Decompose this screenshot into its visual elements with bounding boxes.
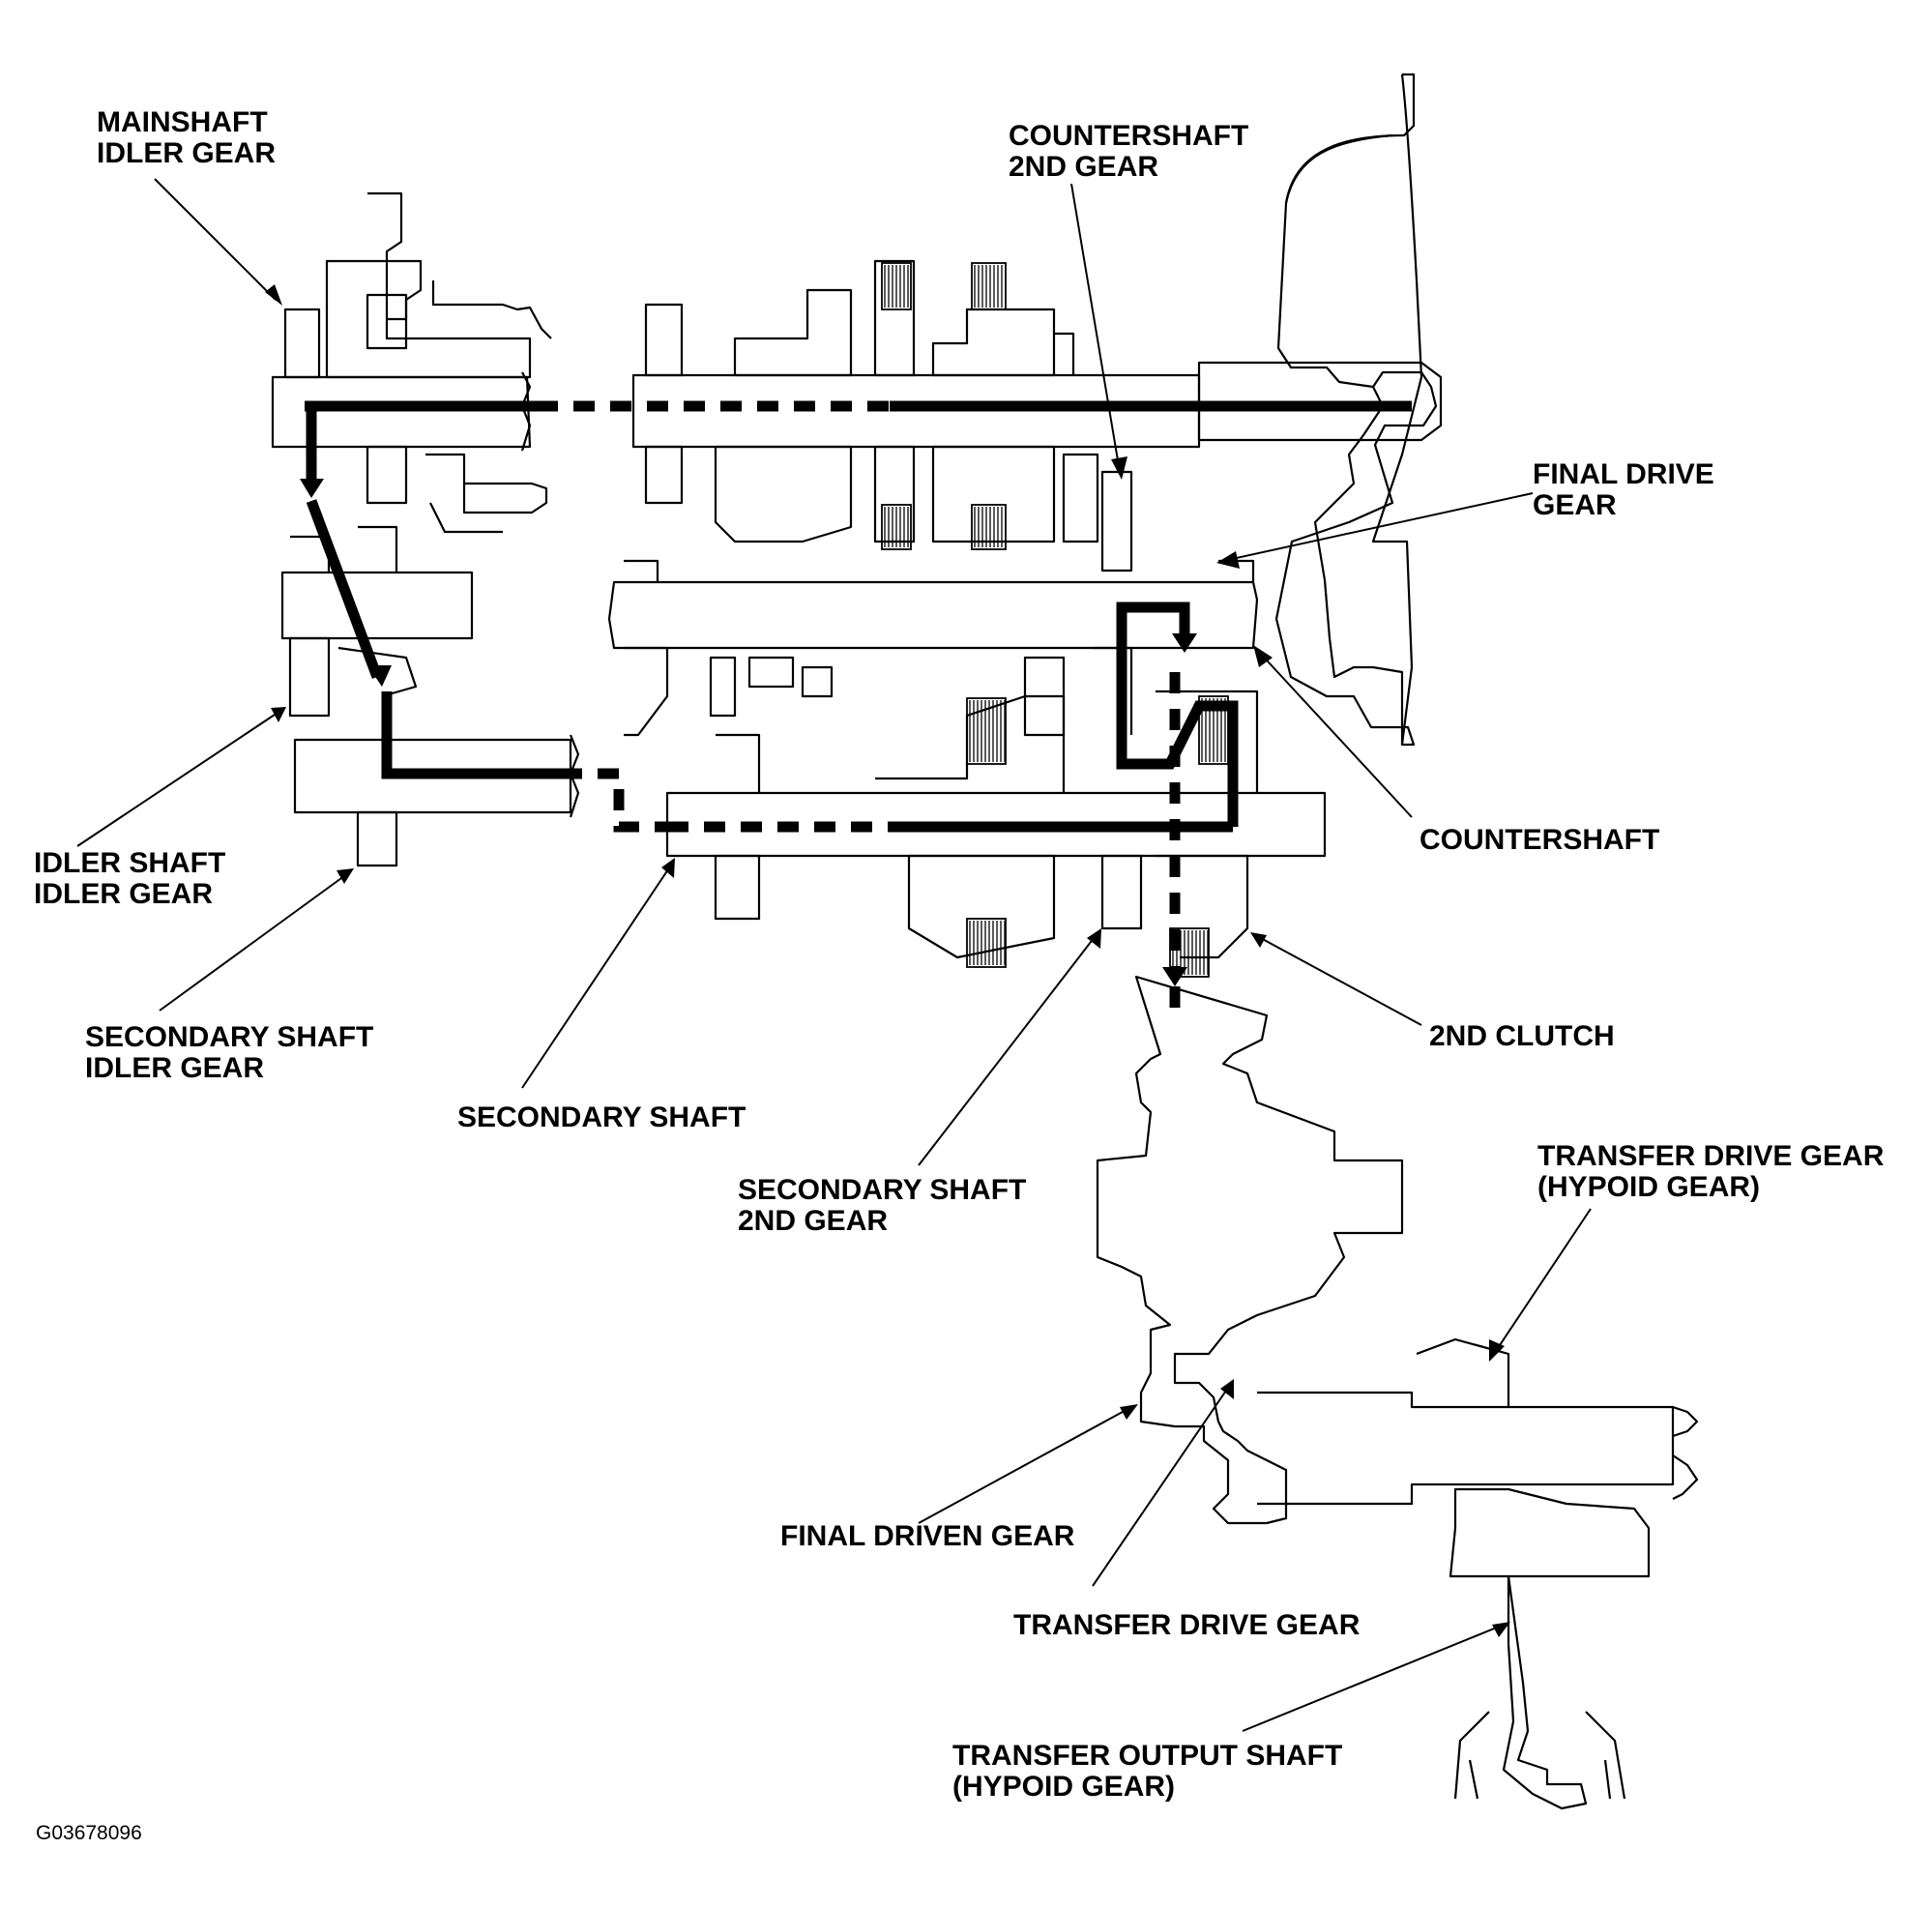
countershaft — [607, 559, 1259, 737]
differential-assembly — [1096, 975, 1699, 1810]
label-mainshaft-idler-gear: MAINSHAFT IDLER GEAR — [97, 106, 276, 169]
leader-lines — [76, 178, 1592, 1732]
label-transfer-output-shaft: TRANSFER OUTPUT SHAFT (HYPOID GEAR) — [952, 1740, 1351, 1803]
label-secondary-shaft-2nd-gear: SECONDARY SHAFT 2ND GEAR — [738, 1174, 1035, 1237]
label-idler-shaft-idler-gear: IDLER SHAFT IDLER GEAR — [34, 847, 234, 910]
label-countershaft: COUNTERSHAFT — [1420, 824, 1659, 856]
label-secondary-shaft-idler-gear: SECONDARY SHAFT IDLER GEAR — [85, 1021, 382, 1084]
clutch-disc-pack — [881, 262, 912, 310]
power-flow-path — [300, 400, 1412, 1015]
label-transfer-drive-gear: TRANSFER DRIVE GEAR — [1013, 1609, 1361, 1641]
clutch-disc-pack — [971, 262, 1007, 310]
clutch-disc-pack — [1169, 927, 1210, 978]
label-countershaft-2nd-gear: COUNTERSHAFT 2ND GEAR — [1009, 120, 1257, 183]
clutch-disc-pack — [966, 697, 1007, 765]
label-final-drive-gear: FINAL DRIVE GEAR — [1533, 458, 1722, 521]
figure-code: G03678096 — [36, 1822, 142, 1844]
mainshaft — [271, 191, 1201, 572]
labels: MAINSHAFT IDLER GEAR COUNTERSHAFT 2ND GE… — [34, 106, 1892, 1844]
clutch-disc-pack — [881, 504, 912, 550]
label-2nd-clutch: 2ND CLUTCH — [1429, 1020, 1615, 1052]
idler-shaft — [280, 525, 474, 718]
clutch-disc-pack — [971, 504, 1007, 550]
secondary-shaft — [293, 690, 1327, 959]
clutch-disc-pack — [966, 918, 1007, 968]
label-final-driven-gear: FINAL DRIVEN GEAR — [780, 1520, 1075, 1552]
label-secondary-shaft: SECONDARY SHAFT — [457, 1101, 746, 1133]
label-transfer-drive-gear-hypoid: TRANSFER DRIVE GEAR (HYPOID GEAR) — [1537, 1140, 1892, 1203]
